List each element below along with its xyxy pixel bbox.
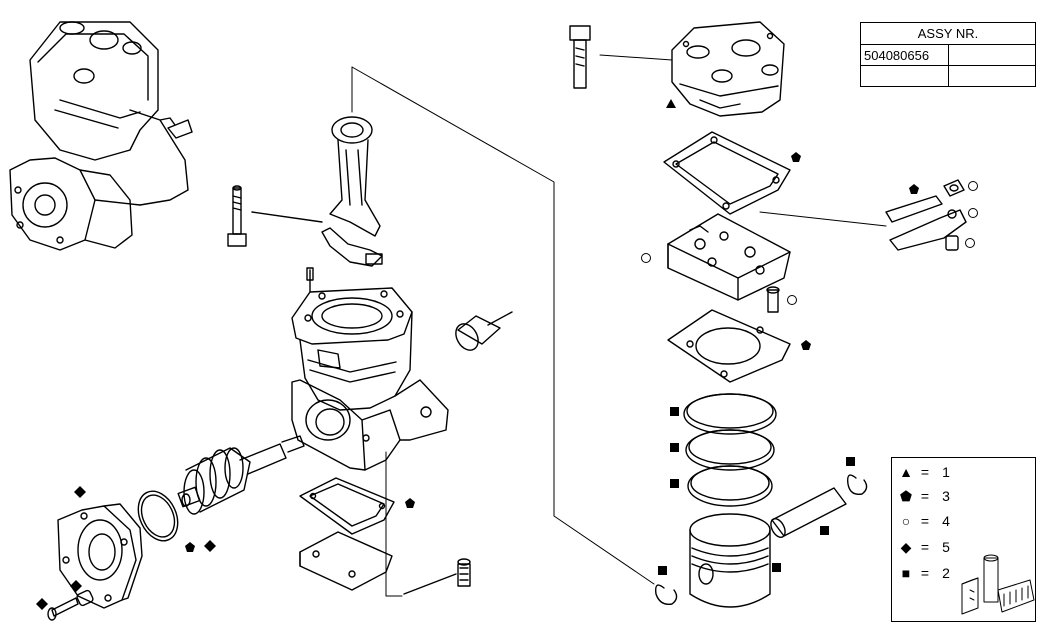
square-marker — [670, 479, 679, 488]
circle-markers — [641, 181, 978, 305]
legend-equals: = — [920, 488, 930, 504]
diamond-marker — [36, 598, 48, 610]
square-marker — [670, 407, 679, 416]
circlip-right — [846, 474, 868, 495]
legend-item: ■ = 2 — [898, 563, 956, 583]
diamond-icon: ◆ — [900, 539, 912, 555]
bearing-bushing — [455, 311, 513, 351]
legend-value: 3 — [942, 488, 950, 504]
head-bolt — [569, 25, 591, 89]
pentagon-marker — [909, 184, 919, 194]
connecting-rod-bolt — [227, 185, 247, 247]
triangle-icon: ▲ — [899, 464, 913, 480]
connecting-rod — [251, 116, 383, 267]
assy-cell-empty — [949, 66, 1035, 86]
assy-row — [861, 66, 1035, 86]
assy-row: 504080656 — [861, 45, 1035, 66]
cover-bolt — [47, 589, 94, 621]
assembly-number-table: ASSY NR. 504080656 — [860, 22, 1036, 87]
assembled-compressor-illustration — [9, 21, 193, 251]
legend-item: ○ = 4 — [898, 511, 956, 531]
assy-cell-empty — [861, 66, 949, 86]
square-marker — [820, 526, 829, 535]
pentagon-marker — [801, 340, 811, 350]
head-gasket — [663, 131, 791, 215]
piston — [689, 513, 771, 608]
assy-cell-empty — [949, 45, 1035, 65]
legend-equals: = — [920, 565, 930, 581]
legend-equals: = — [920, 513, 930, 529]
leader-lines — [351, 54, 887, 597]
circle-marker — [968, 181, 978, 191]
legend-item: ◆ = 5 — [898, 537, 956, 557]
square-icon: ■ — [901, 565, 911, 581]
cover-plate — [299, 531, 393, 591]
end-cover — [57, 503, 143, 609]
circle-icon: ○ — [901, 513, 911, 529]
legend-value: 5 — [942, 539, 950, 555]
symbol-legend: ▲ = 1 ⬟ = 3 ○ = 4 ◆ = 5 ■ = 2 — [891, 457, 1036, 622]
pentagon-icon: ⬟ — [899, 488, 913, 504]
square-marker — [772, 563, 781, 572]
assy-title: ASSY NR. — [861, 23, 1035, 45]
repair-kit-icon — [961, 554, 1035, 615]
screw-lower — [403, 558, 471, 595]
valve-plate — [667, 213, 791, 301]
assy-number: 504080656 — [861, 45, 949, 65]
circle-marker — [641, 253, 651, 263]
square-marker — [670, 443, 679, 452]
legend-equals: = — [920, 464, 930, 480]
o-ring — [137, 490, 179, 542]
circle-marker — [965, 238, 975, 248]
pentagon-marker — [405, 498, 415, 508]
callout-markers — [36, 99, 919, 610]
piston-rings — [683, 393, 777, 507]
square-marker — [846, 457, 855, 466]
crankcase — [291, 267, 449, 471]
pentagon-marker — [791, 152, 801, 162]
valve-gasket — [667, 309, 791, 383]
cylinder-head — [671, 21, 785, 117]
reed-valve — [885, 179, 967, 251]
legend-value: 2 — [942, 565, 950, 581]
legend-value: 4 — [942, 513, 950, 529]
gasket-lower — [299, 477, 395, 535]
diamond-marker — [74, 486, 86, 498]
crankshaft — [177, 435, 305, 515]
circlip-left — [654, 584, 678, 605]
diamond-marker — [70, 580, 82, 592]
wrist-pin — [770, 487, 847, 538]
legend-equals: = — [920, 539, 930, 555]
triangle-marker — [666, 99, 676, 108]
circle-marker — [787, 295, 797, 305]
circle-marker — [968, 208, 978, 218]
diamond-marker — [204, 540, 216, 552]
pentagon-marker — [185, 542, 195, 552]
legend-value: 1 — [942, 464, 950, 480]
legend-item: ⬟ = 3 — [898, 486, 956, 506]
square-marker — [658, 566, 667, 575]
valve-plate-pin — [766, 286, 780, 313]
legend-item: ▲ = 1 — [898, 462, 956, 482]
